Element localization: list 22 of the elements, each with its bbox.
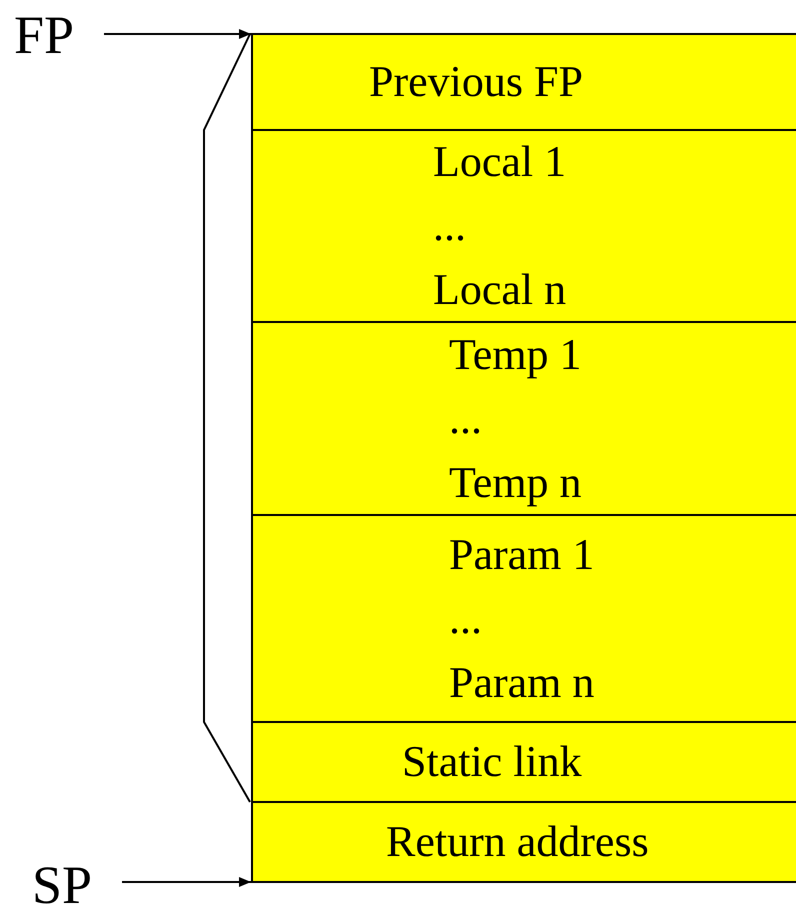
arrow <box>104 29 251 39</box>
slot-label: Param 1 <box>449 528 594 580</box>
stack-frame-slot <box>251 129 796 323</box>
slot-label: Param n <box>449 656 594 708</box>
stack-frame-slot <box>251 321 796 516</box>
slot-label: Local 1 <box>433 136 566 188</box>
pointer-label: SP <box>32 858 92 905</box>
slot-label: ... <box>449 592 482 644</box>
stack-frame-slot <box>251 514 796 723</box>
slot-label: Static link <box>402 736 582 788</box>
slot-label: Previous FP <box>369 56 583 108</box>
stack-frame-slot <box>251 33 796 131</box>
arrow <box>122 877 251 887</box>
stack-frame-slot <box>251 721 796 803</box>
slot-label: ... <box>433 200 466 252</box>
slot-label: ... <box>449 392 482 444</box>
slot-label: Temp n <box>449 456 582 508</box>
pointer-label: FP <box>14 8 74 62</box>
slot-label: Return address <box>386 816 649 868</box>
slot-label: Local n <box>433 264 566 316</box>
slot-label: Temp 1 <box>449 328 582 380</box>
stack-frame-slot <box>251 801 796 883</box>
